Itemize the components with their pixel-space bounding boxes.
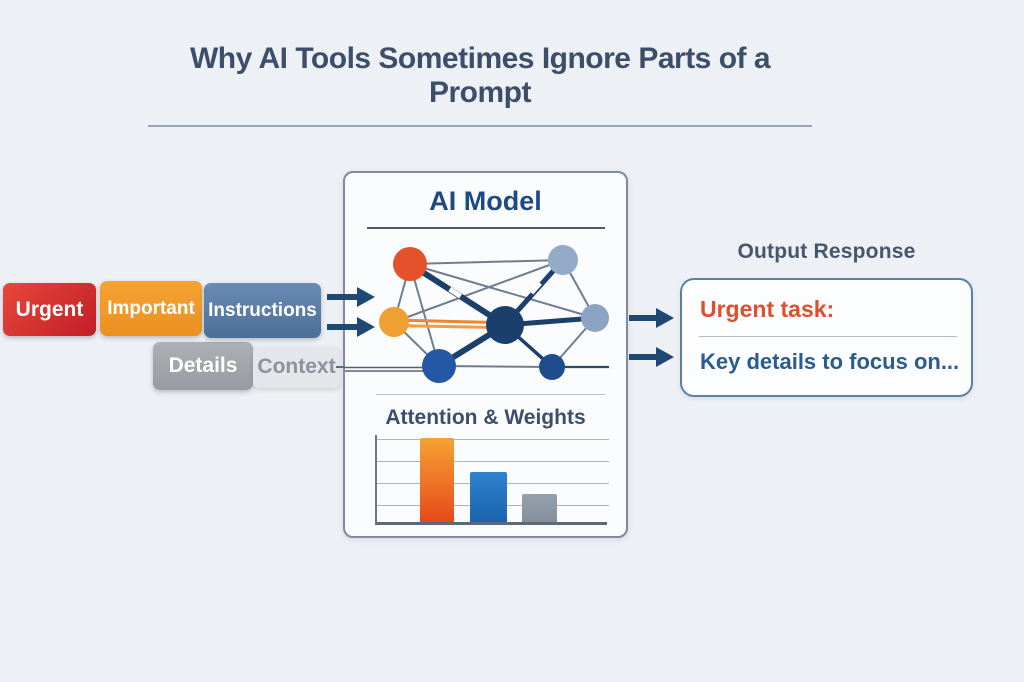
- attention-weights-title: Attention & Weights: [385, 406, 586, 429]
- token-instructions-label: Instructions: [208, 299, 317, 321]
- token-details: Details: [153, 342, 253, 390]
- output-line-key-details: Key details to focus on...: [700, 349, 960, 374]
- ai-model-box: AI Model: [343, 171, 628, 538]
- node-core-navy: [486, 306, 524, 344]
- attention-bar-2: [470, 472, 507, 522]
- node-dark-blue-low: [539, 354, 565, 380]
- output-response-box: Urgent task: Key details to focus on...: [680, 278, 973, 397]
- output-arrow-top: [629, 308, 674, 328]
- attention-bar-chart: [375, 435, 609, 525]
- node-gray-blue-top: [548, 245, 578, 275]
- output-arrow-bottom: [629, 347, 674, 367]
- token-important-label: Important: [107, 297, 195, 319]
- chart-gridline: [377, 461, 609, 462]
- node-orange-red: [393, 247, 427, 281]
- chart-gridline: [377, 439, 609, 440]
- output-response-title: Output Response: [737, 240, 916, 263]
- ai-model-title: AI Model: [429, 186, 542, 216]
- neural-network-graphic: [345, 245, 609, 383]
- token-context-label: Context: [257, 355, 336, 378]
- token-urgent: Urgent: [3, 283, 96, 336]
- token-details-label: Details: [168, 354, 238, 377]
- node-blue: [422, 349, 456, 383]
- token-instructions: Instructions: [204, 283, 321, 338]
- token-context: Context: [253, 346, 340, 388]
- attention-section-rule: [376, 394, 605, 395]
- model-title-rule: [367, 227, 605, 229]
- page-title: Why AI Tools Sometimes Ignore Parts of a…: [148, 42, 812, 127]
- token-urgent-label: Urgent: [15, 297, 84, 321]
- output-line-urgent-task: Urgent task:: [700, 296, 835, 322]
- token-important: Important: [100, 281, 202, 336]
- attention-bar-1: [420, 438, 454, 522]
- node-orange: [379, 307, 409, 337]
- attention-bar-3: [522, 494, 557, 522]
- node-gray-blue-right: [581, 304, 609, 332]
- output-divider: [699, 336, 957, 337]
